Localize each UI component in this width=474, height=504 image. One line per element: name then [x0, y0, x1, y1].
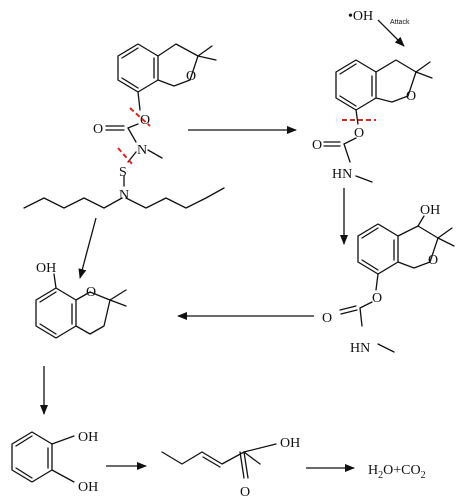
final-products: H2O+CO2	[368, 463, 426, 481]
carbosulfan-benzene-ring	[117, 43, 159, 93]
acid-oh-bond	[243, 443, 277, 453]
water-formula: H2O+CO2	[368, 463, 426, 481]
pentenoic-acid-molecule: OH O	[161, 436, 300, 500]
carbofuran-double-bond	[339, 63, 357, 75]
atom-o-ring: O	[406, 89, 416, 104]
atom-o-ring: O	[428, 253, 438, 268]
atom-oh: OH	[420, 203, 440, 218]
atom-oh-top: OH	[78, 430, 98, 445]
hydroxycarbofuran-ester-bond	[375, 273, 379, 291]
carbosulfan-butyl-chain-left	[23, 197, 123, 209]
acid-carbon-chain	[161, 451, 261, 465]
carbosulfan-carbamate-bond	[127, 127, 137, 143]
carbosulfan-double-bond	[121, 77, 139, 89]
carbosulfan-molecule: O O O N S N	[23, 43, 225, 209]
acid-double-bond	[202, 456, 221, 468]
carbofuran-ester-bond	[355, 109, 359, 125]
carbofuran-phenol-molecule: OH O	[35, 261, 127, 339]
carbosulfan-butyl-chain-right	[125, 187, 225, 209]
phenol-methyl-bond	[109, 289, 127, 301]
carbofuran-methyl-bond	[415, 61, 431, 73]
carbofuran-n-methyl-bond	[355, 175, 373, 183]
attack-label: Attack	[390, 19, 410, 26]
carbofuran-furan-ring	[375, 59, 417, 103]
atom-oh-bottom: OH	[78, 480, 98, 495]
phenol-methyl-bond	[109, 299, 127, 307]
hydroxycarbofuran-methyl-bond	[437, 237, 455, 247]
hydroxycarbofuran-benzene-ring	[357, 223, 399, 275]
hydroxyl-radical-label: •OH	[348, 9, 373, 24]
catechol-benzene-ring	[11, 431, 53, 483]
carbosulfan-n-methyl-bond	[147, 149, 163, 159]
atom-n-butyl: N	[119, 188, 129, 203]
catechol-double-bond	[15, 435, 33, 447]
atom-o-ester: O	[372, 291, 382, 306]
hydroxycarbofuran-n-methyl-bond	[377, 343, 395, 353]
atom-o-ring: O	[86, 285, 96, 300]
carbosulfan-methyl-bond	[197, 55, 217, 61]
catechol-molecule: OH OH	[11, 430, 98, 495]
hydroxycarbofuran-ester-bond	[359, 301, 373, 309]
phenol-benzene-ring	[35, 287, 77, 339]
phenol-oh-bond	[53, 273, 57, 289]
atom-o-ring: O	[186, 69, 196, 84]
atom-hn: HN	[350, 341, 370, 356]
hydroxycarbofuran-double-bond	[361, 227, 379, 239]
acid-carbonyl-bond	[239, 451, 245, 479]
carbofuran-ester-bond	[343, 137, 357, 145]
carbosulfan-double-bond	[121, 47, 139, 59]
hydroxycarbofuran-carbamate-bond	[359, 307, 363, 327]
catechol-oh-bond	[51, 435, 75, 445]
atom-n-methyl: N	[137, 143, 147, 158]
atom-o-carbonyl: O	[322, 311, 332, 326]
catechol-double-bond	[15, 467, 33, 479]
cleavage-mark-n-s	[117, 147, 135, 167]
hydroxycarbofuran-carbonyl-bond	[340, 309, 358, 315]
hydroxycarbofuran-carbonyl-bond	[339, 305, 357, 311]
hydroxycarbofuran-methyl-bond	[437, 227, 453, 239]
acid-carbonyl-bond	[243, 451, 249, 479]
carbosulfan-ester-bond	[137, 91, 141, 111]
arrow-carbosulfan-to-phenol	[78, 217, 97, 279]
hydroxycarbofuran-double-bond	[361, 259, 379, 271]
carbofuran-carbamate-bond	[343, 143, 351, 163]
carbofuran-methyl-bond	[415, 71, 433, 79]
attack-arrow	[377, 19, 405, 47]
phenol-double-bond	[39, 291, 57, 303]
carbofuran-benzene-ring	[335, 59, 377, 111]
carbosulfan-furan-ring	[157, 43, 199, 87]
carbosulfan-methyl-bond	[197, 45, 213, 57]
atom-o-carbonyl: O	[93, 122, 103, 137]
hydroxycarbofuran-molecule: OH O O O HN	[322, 203, 455, 356]
hydroxycarbofuran-oh-bond	[417, 215, 425, 227]
carbofuran-double-bond	[339, 95, 357, 107]
atom-hn: HN	[332, 167, 352, 182]
cleavage-mark-ester	[129, 107, 151, 127]
hydroxycarbofuran-furan-ring	[397, 225, 439, 269]
carbofuran-molecule: •OH Attack O O O HN	[312, 9, 433, 183]
catechol-oh-bond	[51, 469, 75, 483]
atom-s: S	[119, 165, 127, 180]
atom-o-carbonyl: O	[240, 485, 250, 500]
carbosulfan-ester-bond	[127, 123, 139, 129]
atom-o-ester: O	[354, 126, 364, 141]
phenol-double-bond	[39, 323, 57, 335]
atom-oh: OH	[280, 436, 300, 451]
phenol-furan-ring	[75, 291, 111, 335]
atom-o-carbonyl: O	[312, 138, 322, 153]
atom-oh: OH	[36, 261, 56, 276]
